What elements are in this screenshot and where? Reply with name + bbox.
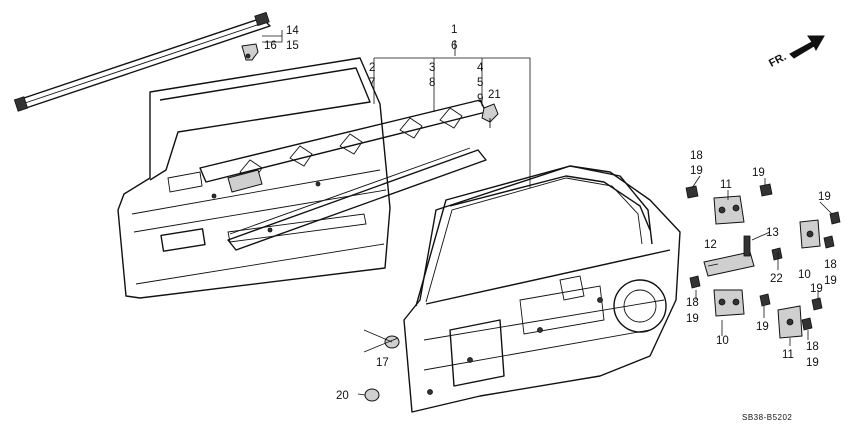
door-window-frame [415, 165, 653, 307]
callout-19-c: 19 [818, 191, 831, 203]
door-inner-panel [117, 57, 391, 299]
callout-19-right: 19 [824, 275, 837, 287]
hinge-bolts [685, 183, 841, 331]
callout-12: 12 [704, 239, 717, 251]
callout-18-bottom: 18 [806, 341, 819, 353]
callout-10-right: 10 [798, 269, 811, 281]
callout-11-bottom: 11 [782, 349, 794, 361]
callout-19-lower: 19 [686, 313, 699, 325]
callout-19-g: 19 [810, 283, 823, 295]
callout-18-right: 18 [824, 259, 837, 271]
door-sash-strip [227, 147, 487, 251]
callout-19-upper: 19 [690, 165, 703, 177]
bolt-21 [481, 103, 499, 128]
callout-15: 15 [286, 40, 299, 52]
callout-19-b: 19 [752, 167, 765, 179]
callout-2: 2 [369, 62, 375, 74]
upper-hinge [713, 195, 745, 225]
callout-22: 22 [770, 273, 783, 285]
arrow-up-right-icon [789, 35, 825, 59]
door-weatherstrip-molding [13, 11, 271, 112]
callout-5: 5 [477, 77, 483, 89]
callout-8: 8 [429, 77, 435, 89]
callout-6: 6 [451, 40, 457, 52]
callout-3: 3 [429, 62, 435, 74]
front-direction-label: FR. [767, 51, 788, 70]
callout-18-upper: 18 [690, 150, 703, 162]
callout-14: 14 [286, 25, 299, 37]
lower-hinge-left [713, 289, 745, 317]
callout-17: 17 [376, 357, 389, 369]
callout-7: 7 [369, 77, 375, 89]
diagram-code: SB38-B5202 [742, 413, 792, 422]
callout-9: 9 [477, 93, 483, 105]
door-checker [703, 235, 755, 277]
callout-10-lower: 10 [716, 335, 729, 347]
leader-lines [262, 30, 833, 396]
callout-4: 4 [477, 62, 484, 74]
callout-21: 21 [488, 89, 501, 101]
door-shell [403, 165, 681, 413]
callout-19-bottom: 19 [806, 357, 819, 369]
door-reinforcement-rail [199, 99, 487, 193]
lower-hinge-right [777, 305, 803, 339]
callout-11-upper: 11 [720, 179, 732, 191]
callout-16: 16 [264, 40, 277, 52]
front-direction-indicator: FR. [767, 35, 825, 70]
callout-19-f: 19 [756, 321, 769, 333]
callout-20: 20 [336, 390, 349, 402]
callout-13: 13 [766, 227, 779, 239]
plug-20 [364, 388, 380, 402]
molding-clip [241, 43, 259, 61]
callout-1: 1 [451, 24, 457, 36]
callout-labels: 1 6 2 7 3 8 4 5 9 21 14 15 16 17 20 18 1… [264, 24, 837, 402]
callout-18-lower: 18 [686, 297, 699, 309]
upper-hinge-right [799, 219, 821, 249]
